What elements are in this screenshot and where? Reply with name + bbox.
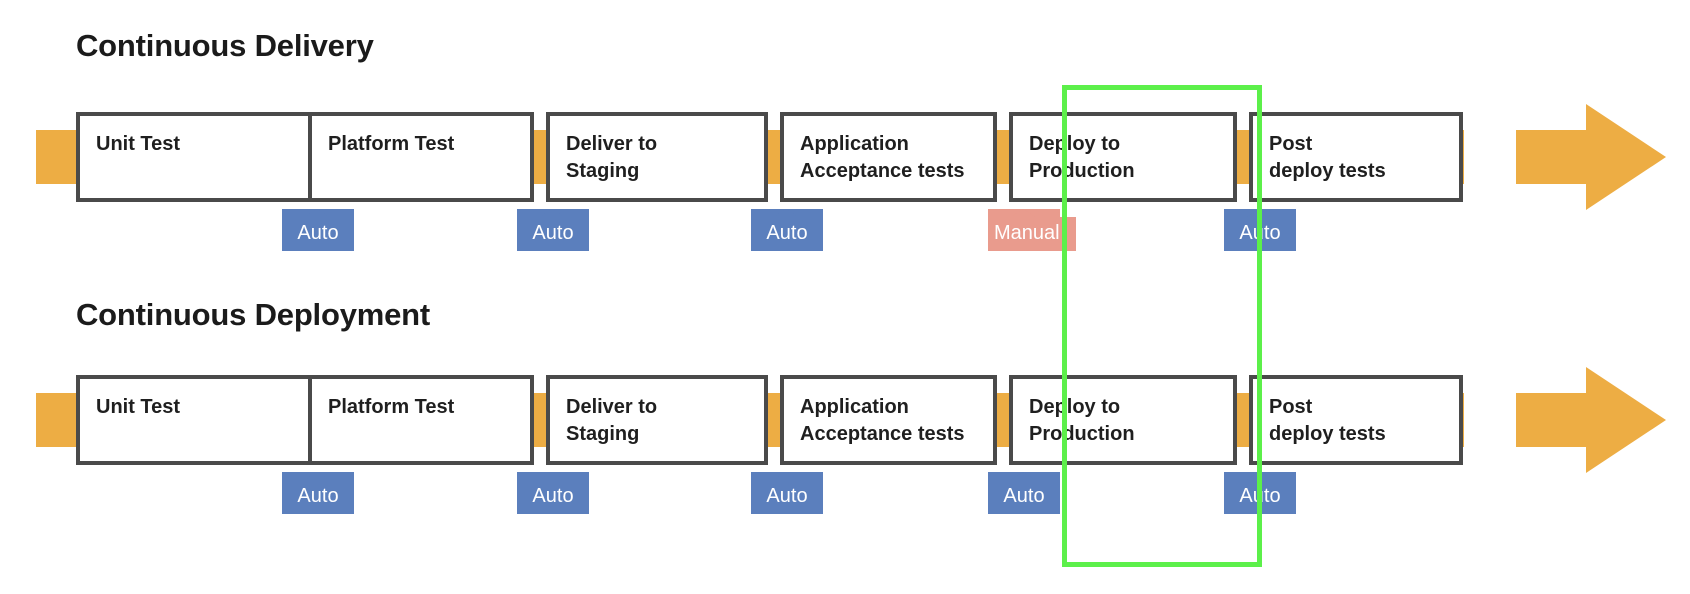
stage-label: Unit Test [96, 396, 181, 418]
badge-manual-deploy-to-production: Manual [988, 209, 1076, 251]
badge-body [751, 480, 823, 514]
stage-label: Platform Test [328, 133, 455, 155]
badge-pointer-icon [535, 472, 569, 483]
stage-label: Post deploy tests [1269, 396, 1386, 445]
stage-label: Platform Test [328, 396, 455, 418]
pipeline-tail-block [36, 130, 82, 184]
stage-box-unit-test[interactable]: Unit Test [76, 375, 314, 465]
badge-body [282, 217, 354, 251]
badge-auto-post-deploy-tests: Auto [1224, 472, 1296, 514]
stage-box-deliver-to-staging[interactable]: Deliver to Staging [546, 112, 768, 202]
badge-auto-deliver-to-staging: Auto [517, 472, 589, 514]
pipeline-arrow-head-icon [1516, 104, 1666, 210]
stage-box-deliver-to-staging[interactable]: Deliver to Staging [546, 375, 768, 465]
stage-label: Post deploy tests [1269, 133, 1386, 182]
badge-body [282, 480, 354, 514]
pipeline-tail-block [36, 393, 82, 447]
stage-label: Unit Test [96, 133, 181, 155]
badge-body [517, 480, 589, 514]
badge-auto-platform-test: Auto [282, 209, 354, 251]
badge-label: Auto [1239, 485, 1281, 507]
badge-label: Auto [766, 222, 808, 244]
pipeline-continuous-delivery: Unit Test Platform Test Deliver to Stagi… [0, 104, 1690, 257]
badge-label: Auto [1003, 485, 1045, 507]
stage-box-post-deploy-tests[interactable]: Post deploy tests [1249, 112, 1463, 202]
badge-pointer-icon [1006, 472, 1040, 483]
pipeline-arrow-head-icon [1516, 367, 1666, 473]
badge-pointer-icon [769, 209, 803, 220]
badge-label: Auto [532, 222, 574, 244]
badge-label: Auto [766, 485, 808, 507]
stage-box-unit-test[interactable]: Unit Test [76, 112, 314, 202]
badge-label: Auto [297, 485, 339, 507]
stage-box-post-deploy-tests[interactable]: Post deploy tests [1249, 375, 1463, 465]
badge-pointer-icon [300, 209, 334, 220]
badge-pointer-icon [535, 209, 569, 220]
badge-auto-post-deploy-tests: Auto [1224, 209, 1296, 251]
stage-label: Deploy to Production [1029, 133, 1135, 182]
page-title-continuous-deployment: Continuous Deployment [76, 297, 431, 332]
stage-label: Application Acceptance tests [800, 133, 965, 182]
stage-label: Application Acceptance tests [800, 396, 965, 445]
page-title-continuous-delivery: Continuous Delivery [76, 28, 374, 63]
badge-label: Auto [297, 222, 339, 244]
badge-auto-application-acceptance-tests: Auto [751, 209, 823, 251]
stage-box-platform-test[interactable]: Platform Test [308, 112, 534, 202]
badge-label: Auto [532, 485, 574, 507]
stage-label: Deliver to Staging [566, 133, 658, 182]
stage-label: Deliver to Staging [566, 396, 658, 445]
stage-box-application-acceptance-tests[interactable]: Application Acceptance tests [780, 375, 997, 465]
badge-auto-deliver-to-staging: Auto [517, 209, 589, 251]
stage-box-deploy-to-production[interactable]: Deploy to Production [1009, 375, 1237, 465]
badge-label: Manual [994, 222, 1060, 244]
badge-label: Auto [1239, 222, 1281, 244]
stage-label: Deploy to Production [1029, 396, 1135, 445]
badge-body [517, 217, 589, 251]
pipeline-continuous-deployment: Unit Test Platform Test Deliver to Stagi… [0, 367, 1690, 520]
badge-pointer-icon [769, 472, 803, 483]
badge-body [988, 480, 1060, 514]
badge-pointer-icon [300, 472, 334, 483]
stage-box-platform-test[interactable]: Platform Test [308, 375, 534, 465]
stage-box-deploy-to-production[interactable]: Deploy to Production [1009, 112, 1237, 202]
badge-body [988, 217, 1076, 251]
stage-box-application-acceptance-tests[interactable]: Application Acceptance tests [780, 112, 997, 202]
badge-body [751, 217, 823, 251]
badge-auto-application-acceptance-tests: Auto [751, 472, 823, 514]
badge-auto-platform-test: Auto [282, 472, 354, 514]
badge-auto-deploy-to-production: Auto [988, 472, 1060, 514]
badge-pointer-icon [1006, 209, 1040, 220]
